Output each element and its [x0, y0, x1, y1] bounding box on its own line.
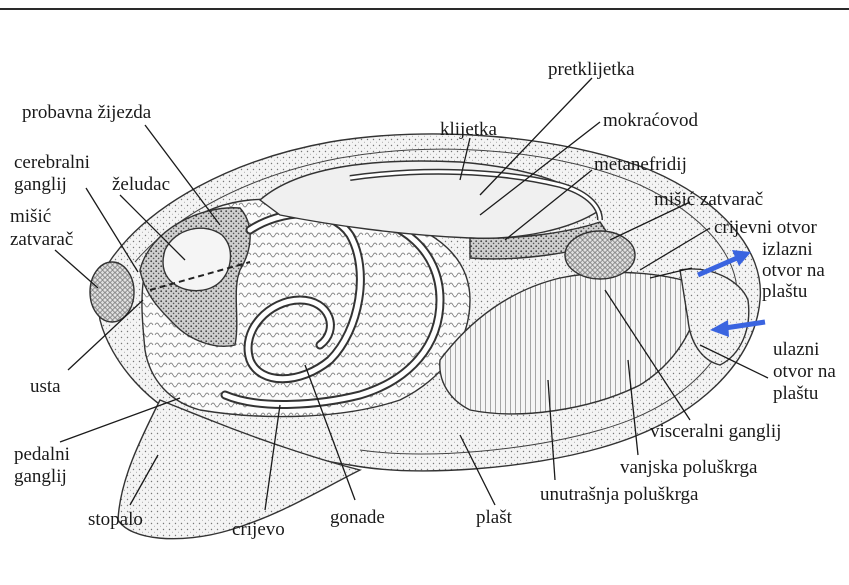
- label-misic-zatvarac-right: mišić zatvarač: [654, 189, 763, 210]
- label-ulazni-otvor-3: plaštu: [773, 383, 819, 404]
- label-crijevo: crijevo: [232, 519, 285, 540]
- label-izlazni-otvor-1: izlazni: [762, 239, 813, 260]
- posterior-adductor: [565, 231, 635, 279]
- label-stopalo: stopalo: [88, 509, 143, 530]
- anterior-adductor: [90, 262, 134, 322]
- label-misic-zatvarac-left-1: mišić: [10, 206, 51, 227]
- label-vanjska-poluskrga: vanjska poluškrga: [620, 457, 758, 478]
- label-plast: plašt: [476, 507, 513, 528]
- label-mokracovod: mokraćovod: [603, 110, 698, 131]
- label-ulazni-otvor-1: ulazni: [773, 339, 819, 360]
- label-izlazni-otvor-2: otvor na: [762, 260, 825, 281]
- label-gonade: gonade: [330, 507, 385, 528]
- label-metanefridij: metanefridij: [594, 154, 687, 175]
- label-pedalni-ganglij-1: pedalni: [14, 444, 70, 465]
- label-usta: usta: [30, 376, 61, 397]
- label-misic-zatvarac-left-2: zatvarač: [10, 229, 73, 250]
- label-crijevni-otvor: crijevni otvor: [714, 217, 818, 238]
- label-pedalni-ganglij-2: ganglij: [14, 466, 67, 487]
- label-izlazni-otvor-3: plaštu: [762, 281, 808, 302]
- label-unutrasnja-poluskrga: unutrašnja poluškrga: [540, 484, 699, 505]
- stomach: [163, 228, 230, 291]
- label-cerebralni-ganglij-2: ganglij: [14, 174, 67, 195]
- label-klijetka: klijetka: [440, 119, 498, 140]
- label-cerebralni-ganglij-1: cerebralni: [14, 152, 90, 173]
- label-probavna-zijezda: probavna žijezda: [22, 102, 152, 123]
- label-pretklijetka: pretklijetka: [548, 59, 635, 80]
- label-zeludac: želudac: [112, 174, 170, 195]
- label-ulazni-otvor-2: otvor na: [773, 361, 836, 382]
- label-visceralni-ganglij: visceralni ganglij: [650, 421, 781, 442]
